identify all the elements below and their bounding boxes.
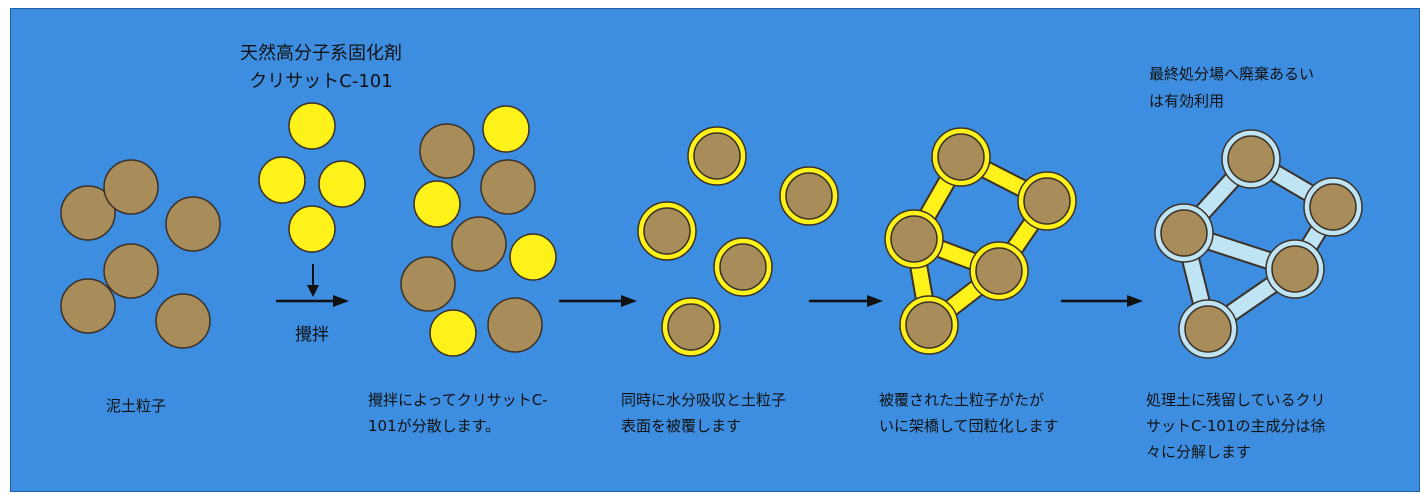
coated-particle [693,132,741,180]
mud-particle [60,185,116,241]
mud-particle [165,196,221,252]
mud-particle [103,243,159,299]
agent-title-line2: クリサットC-101 [249,71,393,92]
mud-particle [487,297,543,353]
process-diagram [60,102,1363,359]
crosslinked-particle [890,215,938,263]
agent-title-line1: 天然高分子系固化剤 [240,43,402,64]
curing-agent-particle [258,156,306,204]
step-1-caption: 泥土粒子 [106,397,167,415]
treated-soil-particle [1271,245,1319,293]
coated-particle [667,303,715,351]
crosslinked-particle [905,301,953,349]
down-arrow-head [307,285,319,297]
treated-soil-particle [1160,209,1208,257]
curing-agent-particle [429,309,477,357]
mud-particle [419,123,475,179]
mud-particle [480,159,536,215]
treated-soil-particle [1227,135,1275,183]
step-4-caption: 被覆された土粒子がたが いに架橋して団粒化します [879,391,1059,435]
coated-particle [785,172,833,220]
step-2-caption: 攪拌によってクリサットC- 101が分散します。 [368,391,548,435]
process-arrow-head [867,295,883,307]
step-5-caption: 処理土に残留しているクリ サットC-101の主成分は徐 々に分解します [1146,391,1326,461]
stir-label: 攪拌 [295,325,329,345]
process-arrow-head [621,295,637,307]
stir-arrow-head [333,295,349,307]
treated-soil-particle [1309,183,1357,231]
curing-agent-particle [509,233,557,281]
crosslinked-particle [975,247,1023,295]
crosslinked-particle [937,133,985,181]
mud-particle [60,278,116,334]
curing-agent-particle [288,102,336,150]
curing-agent-particle [413,180,461,228]
curing-agent-particle [288,205,336,253]
final-destination-label: 最終処分場へ廃棄あるい は有効利用 [1149,65,1315,110]
mud-particle [451,216,507,272]
coated-particle [719,243,767,291]
mud-particle [400,256,456,312]
process-arrow-head [1127,295,1143,307]
mud-particle [155,293,211,349]
curing-agent-particle [482,105,530,153]
curing-agent-particle [318,160,366,208]
crosslinked-particle [1023,177,1071,225]
coated-particle [643,207,691,255]
step-3-caption: 同時に水分吸収と土粒子 表面を被覆します [621,391,787,435]
mud-particle [103,159,159,215]
process-diagram-panel: 天然高分子系固化剤 クリサットC-101 攪拌 最終処分場へ廃棄あるい は有効利… [10,8,1420,492]
treated-soil-particle [1184,305,1232,353]
